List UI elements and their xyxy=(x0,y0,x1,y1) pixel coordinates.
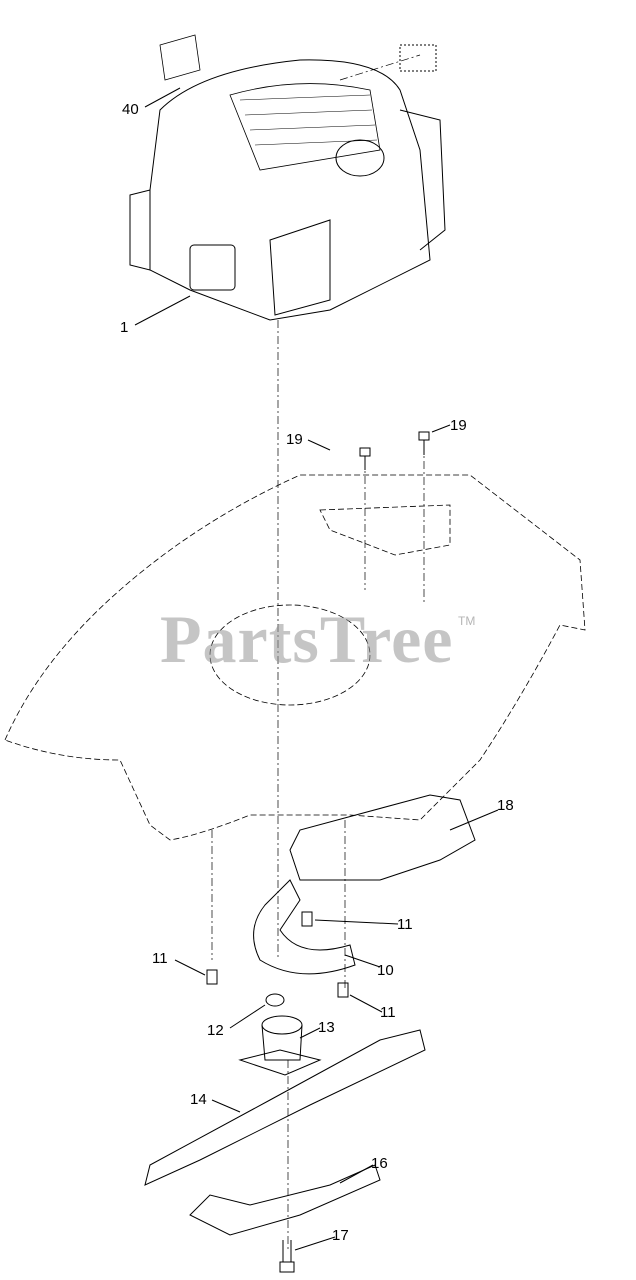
watermark: PartsTree xyxy=(160,601,454,677)
washer-part xyxy=(265,993,285,1007)
callout-14: 14 xyxy=(190,1091,207,1108)
blade-bolt-part xyxy=(279,1240,295,1273)
blade-part xyxy=(144,1029,426,1186)
bolt-19-parts xyxy=(359,431,430,470)
bolt-11-parts xyxy=(206,911,349,998)
leader-lines xyxy=(134,87,499,1251)
watermark-trademark: TM xyxy=(458,614,476,628)
mulch-blade-part xyxy=(189,1164,381,1236)
callout-11-upper: 11 xyxy=(397,916,413,933)
callout-11-lower: 11 xyxy=(380,1004,396,1021)
bracket-part xyxy=(253,879,356,975)
callout-40: 40 xyxy=(122,101,139,118)
engine-part xyxy=(129,34,446,321)
callout-18: 18 xyxy=(497,797,514,814)
callout-13: 13 xyxy=(318,1019,335,1036)
blade-adapter-part xyxy=(238,1015,322,1076)
baffle-part xyxy=(289,794,476,881)
callout-19-right: 19 xyxy=(450,417,467,434)
mower-deck xyxy=(4,474,586,841)
center-lines xyxy=(211,54,425,1250)
callout-19-left: 19 xyxy=(286,431,303,448)
callout-16: 16 xyxy=(371,1155,388,1172)
callout-1: 1 xyxy=(120,319,129,336)
callout-10: 10 xyxy=(377,962,394,979)
callout-17: 17 xyxy=(332,1227,349,1244)
callout-12: 12 xyxy=(207,1022,224,1039)
callout-11-left: 11 xyxy=(152,950,168,967)
